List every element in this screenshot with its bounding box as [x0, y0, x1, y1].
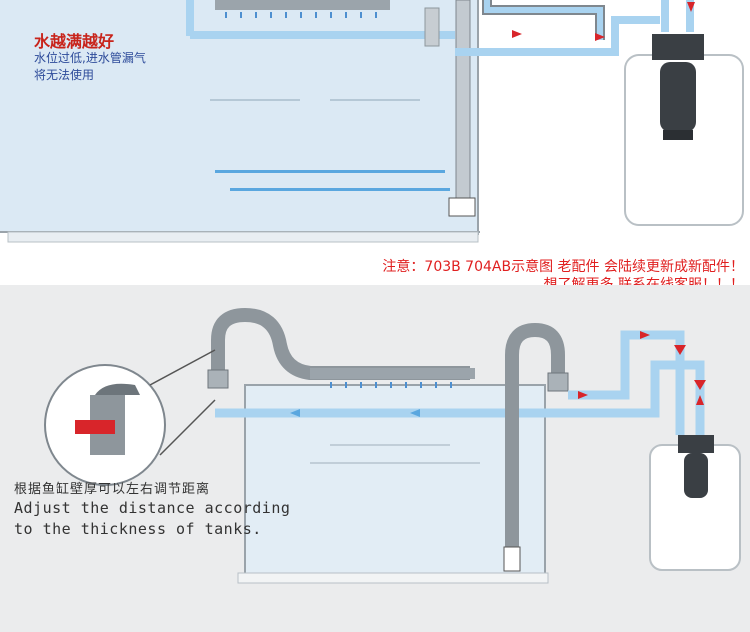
- bottom-spray-bar: [310, 368, 475, 379]
- adjust-clamp-highlight: [75, 420, 115, 434]
- water-level-tip-title: 水越满越好: [34, 32, 115, 51]
- bottom-red-arrows: [578, 331, 706, 405]
- top-filter-head: [652, 34, 704, 60]
- bottom-outlet-pipe: [211, 307, 470, 380]
- adjust-caption-en-2: to the thickness of tanks.: [14, 520, 262, 538]
- top-aquarium-diagram: [0, 0, 744, 243]
- top-spray-bar: [215, 0, 390, 10]
- top-red-arrows: [512, 2, 695, 41]
- bottom-intake-strainer: [503, 546, 521, 572]
- bottom-diagram-panel: [0, 285, 750, 632]
- water-level-tip-line1: 水位过低,进水管漏气: [34, 51, 146, 65]
- top-intake-strainer: [448, 197, 476, 217]
- bottom-aquarium-diagram: [0, 285, 750, 632]
- top-outlet-pipe: [455, 16, 660, 56]
- top-tank-base: [7, 231, 479, 243]
- adjust-caption-en-1: Adjust the distance according: [14, 499, 291, 517]
- bottom-spray-droplets: [330, 382, 452, 388]
- notice-line-1: 注意：703B 704AB示意图 老配件 会陆续更新成新配件！: [382, 259, 744, 275]
- top-blue-flow-dots: [215, 170, 450, 191]
- water-level-tip-line2: 将无法使用: [34, 68, 95, 82]
- top-spray-droplets: [225, 12, 377, 18]
- top-diagram-panel: 水越满越好 水位过低,进水管漏气 将无法使用: [0, 0, 750, 250]
- adjust-caption-cn: 根据鱼缸壁厚可以左右调节距离: [14, 482, 211, 497]
- top-intake-pipe: [455, 0, 471, 201]
- bottom-intake-pipe: [505, 322, 565, 555]
- bottom-tank-base: [237, 572, 549, 584]
- bottom-filter-head: [678, 435, 714, 453]
